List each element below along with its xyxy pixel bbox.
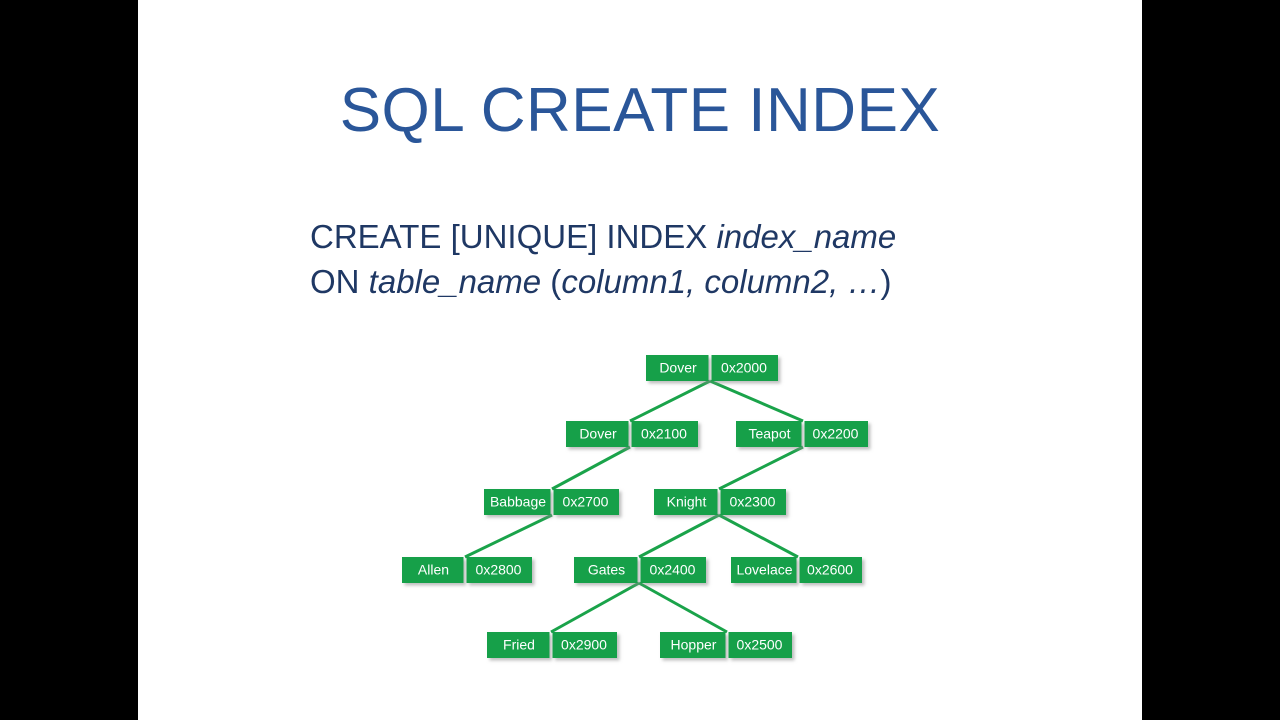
- node-key-cell: [660, 632, 726, 658]
- node-pointer-cell: [466, 557, 532, 583]
- btree-edge-gates-to-fried: [550, 581, 640, 634]
- node-key-cell: [736, 421, 802, 447]
- syntax-line-2-open-paren: (: [541, 263, 562, 300]
- node-key-label: Gates: [588, 562, 625, 578]
- btree-node-dover-0x2000[interactable]: Dover 0x2000: [646, 355, 778, 381]
- node-pointer-cell: [720, 489, 786, 515]
- syntax-line-1: CREATE [UNIQUE] INDEX index_name: [310, 214, 1110, 259]
- btree-node-teapot-0x2200[interactable]: Teapot 0x2200: [736, 421, 868, 447]
- btree-edge-teapot-to-knight: [718, 445, 804, 491]
- node-key-label: Hopper: [671, 637, 717, 653]
- page-title: SQL CREATE INDEX: [339, 76, 941, 145]
- node-pointer-label: 0x2800: [476, 562, 522, 578]
- btree-node-dover-0x2100[interactable]: Dover 0x2100: [566, 421, 698, 447]
- node-key-label: Allen: [418, 562, 449, 578]
- node-pointer-cell: [799, 557, 862, 583]
- slide-canvas: SQL CREATE INDEX CREATE [UNIQUE] INDEX i…: [138, 0, 1142, 720]
- node-pointer-label: 0x2200: [813, 426, 859, 442]
- syntax-line-2-close-paren: ): [880, 263, 892, 300]
- syntax-line-2-columns: column1, column2, …: [561, 263, 881, 300]
- node-key-cell: [402, 557, 464, 583]
- node-pointer-cell: [728, 632, 792, 658]
- btree-node-fried-0x2900[interactable]: Fried 0x2900: [487, 632, 617, 658]
- node-key-label: Knight: [667, 494, 707, 510]
- btree-edge-layer: [464, 379, 804, 634]
- letterbox-bar-left: [0, 0, 138, 720]
- syntax-line-2-table-name: table_name: [368, 263, 542, 300]
- btree-node-knight-0x2300[interactable]: Knight 0x2300: [654, 489, 786, 515]
- syntax-line-2-on-keyword: ON: [310, 263, 369, 300]
- node-key-label: Lovelace: [736, 562, 792, 578]
- sql-syntax-block: CREATE [UNIQUE] INDEX index_name ON tabl…: [310, 214, 1110, 304]
- btree-node-gates-0x2400[interactable]: Gates 0x2400: [574, 557, 706, 583]
- btree-edge-dover-to-babbage: [551, 445, 631, 491]
- node-key-cell: [646, 355, 709, 381]
- syntax-line-2: ON table_name (column1, column2, …): [310, 259, 1110, 304]
- btree-edge-gates-to-hopper: [638, 581, 728, 634]
- node-pointer-cell: [711, 355, 778, 381]
- btree-node-lovelace-0x2600[interactable]: Lovelace 0x2600: [731, 557, 862, 583]
- node-pointer-label: 0x2100: [641, 426, 687, 442]
- node-key-label: Babbage: [490, 494, 546, 510]
- node-pointer-cell: [552, 632, 617, 658]
- syntax-line-1-keyword: CREATE [UNIQUE] INDEX: [310, 218, 717, 255]
- btree-edge-root-to-left-child: [629, 379, 711, 423]
- node-key-cell: [574, 557, 638, 583]
- node-key-cell: [654, 489, 718, 515]
- node-pointer-cell: [631, 421, 698, 447]
- node-key-label: Dover: [659, 360, 697, 376]
- node-pointer-label: 0x2600: [807, 562, 853, 578]
- node-pointer-cell: [640, 557, 706, 583]
- btree-node-allen-0x2800[interactable]: Allen 0x2800: [402, 557, 532, 583]
- node-key-cell: [731, 557, 797, 583]
- node-pointer-label: 0x2500: [737, 637, 783, 653]
- btree-edge-knight-to-lovelace: [718, 513, 799, 559]
- btree-edge-root-to-right-child: [709, 379, 804, 423]
- letterbox-bar-right: [1142, 0, 1280, 720]
- btree-edge-babbage-to-allen: [464, 513, 553, 559]
- node-key-label: Fried: [503, 637, 535, 653]
- node-key-label: Dover: [579, 426, 617, 442]
- syntax-line-1-index-name: index_name: [716, 218, 897, 255]
- btree-node-babbage-0x2700[interactable]: Babbage 0x2700: [484, 489, 619, 515]
- node-pointer-cell: [553, 489, 619, 515]
- node-pointer-cell: [804, 421, 868, 447]
- node-pointer-label: 0x2000: [721, 360, 767, 376]
- node-pointer-label: 0x2400: [650, 562, 696, 578]
- node-key-label: Teapot: [748, 426, 790, 442]
- node-key-cell: [484, 489, 551, 515]
- node-pointer-label: 0x2700: [563, 494, 609, 510]
- node-pointer-label: 0x2900: [561, 637, 607, 653]
- node-key-cell: [487, 632, 550, 658]
- btree-edge-knight-to-gates: [638, 513, 720, 559]
- btree-node-hopper-0x2500[interactable]: Hopper 0x2500: [660, 632, 792, 658]
- node-pointer-label: 0x2300: [730, 494, 776, 510]
- node-key-cell: [566, 421, 629, 447]
